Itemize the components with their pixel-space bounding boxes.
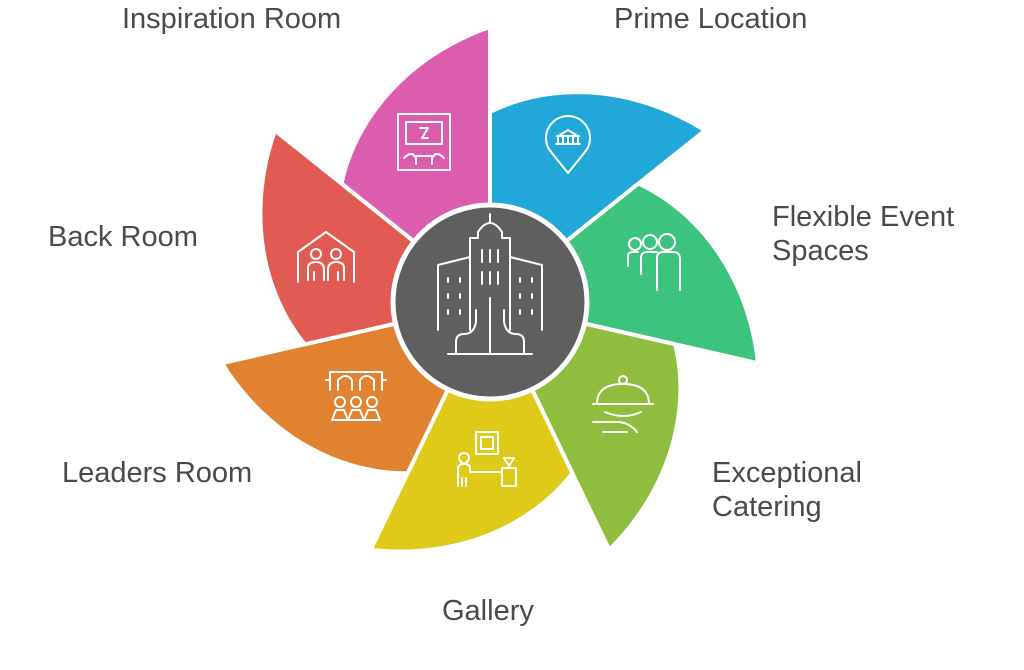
location-pin-icon [545, 115, 591, 174]
label-exceptional-catering: Exceptional Catering [712, 457, 862, 523]
group-people-icon [627, 233, 681, 291]
hotel-building-icon [437, 213, 543, 355]
meeting-audience-icon [325, 371, 387, 421]
label-back-room: Back Room [48, 221, 198, 253]
label-gallery: Gallery [442, 595, 534, 627]
house-people-icon [297, 231, 355, 283]
label-inspiration-room: Inspiration Room [122, 3, 342, 35]
label-prime-location: Prime Location [614, 3, 808, 35]
cloche-tray-icon [592, 375, 654, 433]
framed-art-icon [397, 113, 451, 171]
label-flexible-event-spaces: Flexible Event Spaces [772, 201, 955, 267]
label-leaders-room: Leaders Room [62, 457, 253, 489]
gallery-visitor-icon [457, 431, 517, 487]
